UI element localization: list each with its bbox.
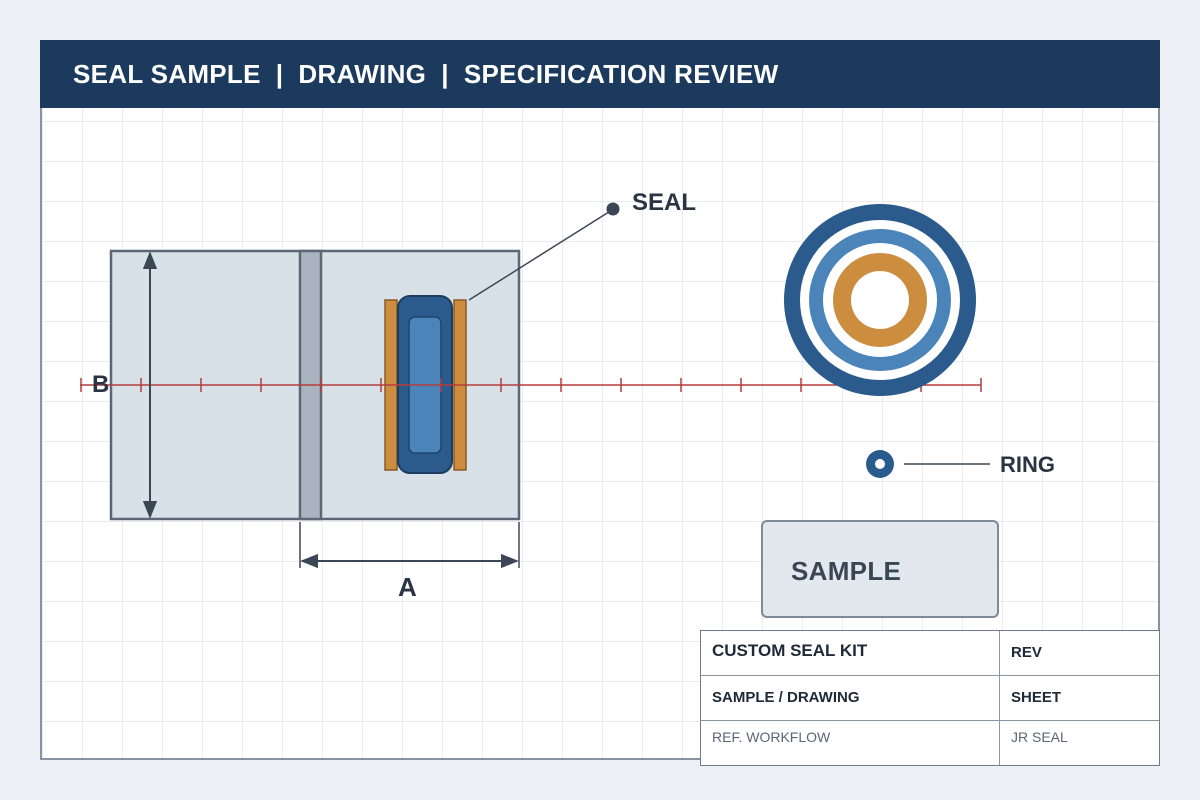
title-block-ref: REF. WORKFLOW [701,721,1000,765]
sample-stamp-label: SAMPLE [791,556,902,586]
page-title: SEAL SAMPLE | DRAWING | SPECIFICATION RE… [73,59,779,89]
header-bar: SEAL SAMPLE | DRAWING | SPECIFICATION RE… [40,40,1160,108]
seal-callout [468,202,620,301]
title-block-sheet: SHEET [1000,676,1159,721]
title-block-doc-type: SAMPLE / DRAWING [701,676,1000,721]
seal-callout-dot [606,202,620,216]
sample-stamp: SAMPLE [761,520,999,618]
ring-callout [866,450,990,478]
dimension-b-label: B [92,371,109,398]
title-block-product: CUSTOM SEAL KIT [701,631,1000,676]
title-block: CUSTOM SEAL KIT REV SAMPLE / DRAWING SHE… [700,630,1160,766]
dimension-a-label: A [398,572,417,602]
drawing-sheet [40,40,1160,760]
title-block-owner: JR SEAL [1011,729,1068,745]
ring-end-view [784,204,976,396]
title-block-rev: REV [1000,631,1159,676]
seal-callout-label: SEAL [632,189,696,216]
dimension-a [299,522,520,569]
ring-callout-label: RING [1000,452,1055,477]
